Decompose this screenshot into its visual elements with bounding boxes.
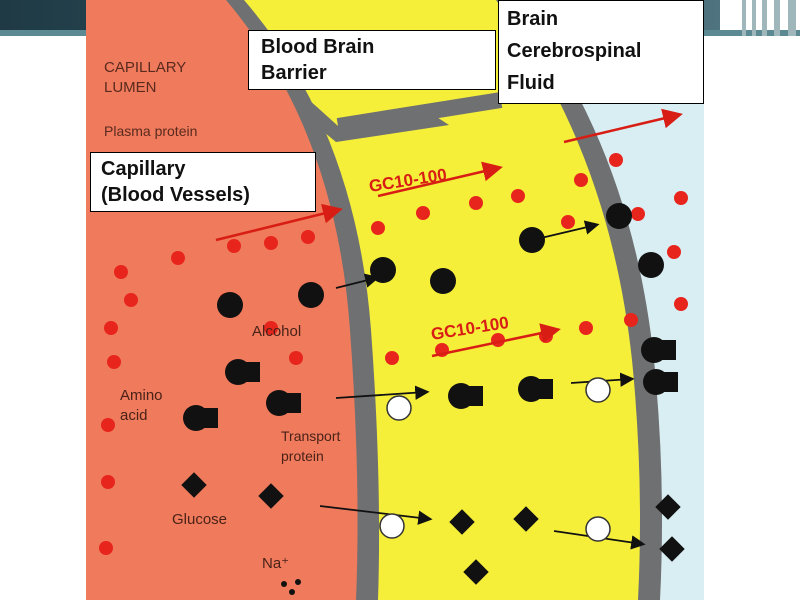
red-marker-dot — [101, 475, 115, 489]
amino-acid-label: acid — [120, 407, 148, 424]
alcohol-molecule — [217, 292, 243, 318]
blood-brain-barrier-box: Blood Brain Barrier — [248, 30, 496, 90]
capillary-lumen-label: LUMEN — [104, 79, 157, 96]
red-marker-dot — [385, 351, 399, 365]
black-transport-arrow — [319, 505, 433, 525]
red-marker-dot — [579, 321, 593, 335]
red-marker-dot — [609, 153, 623, 167]
glucose-molecule — [463, 559, 489, 585]
red-marker-dot — [371, 221, 385, 235]
capillary-lumen-label: CAPILLARY — [104, 59, 186, 76]
transport-protein-label: Transport — [281, 428, 341, 444]
red-marker-dot — [114, 265, 128, 279]
plasma-protein-label: Plasma protein — [104, 123, 197, 139]
red-marker-dot — [631, 207, 645, 221]
glucose-molecule — [258, 483, 284, 509]
red-marker-dot — [227, 239, 241, 253]
red-marker-dot — [104, 321, 118, 335]
black-transport-arrow — [335, 273, 380, 289]
header-stripe — [762, 0, 767, 36]
transport-protein — [585, 377, 611, 403]
amino-acid-molecule — [196, 408, 218, 428]
red-marker-dot — [107, 355, 121, 369]
brain-csf-box: Brain Cerebrospinal Fluid — [498, 0, 704, 104]
red-flow-arrow — [431, 323, 561, 358]
cell-junction — [336, 92, 503, 134]
red-marker-dot — [101, 418, 115, 432]
red-marker-dot — [511, 189, 525, 203]
sodium-ion — [295, 579, 301, 585]
glucose-molecule — [449, 509, 475, 535]
red-flow-arrow — [215, 203, 343, 242]
red-marker-dot — [574, 173, 588, 187]
amino-acid-label: Amino — [120, 387, 163, 404]
red-flow-arrow — [563, 108, 683, 144]
glucose-molecule — [655, 494, 681, 520]
transport-protein — [585, 516, 611, 542]
red-marker-dot — [124, 293, 138, 307]
red-marker-dot — [667, 245, 681, 259]
header-stripe — [742, 0, 746, 36]
black-transport-arrow — [335, 385, 430, 400]
header-stripe — [774, 0, 780, 36]
transport-protein — [379, 513, 405, 539]
red-marker-dots — [99, 153, 688, 555]
alcohol-molecule — [638, 252, 664, 278]
amino-acid-molecule — [461, 386, 483, 406]
amino-acid-molecule — [656, 372, 678, 392]
red-marker-dot — [171, 251, 185, 265]
alcohol-molecule — [298, 282, 324, 308]
red-marker-dot — [416, 206, 430, 220]
sodium-ion — [281, 581, 287, 587]
amino-acid-molecule — [654, 340, 676, 360]
glucose-molecule — [181, 472, 207, 498]
glucose-label: Glucose — [172, 511, 227, 528]
capillary-box: Capillary (Blood Vessels) — [90, 152, 316, 212]
bbb-diagram: CAPILLARY LUMEN Plasma protein Alcohol A… — [86, 0, 704, 600]
glucose-molecule — [513, 506, 539, 532]
red-marker-dot — [264, 236, 278, 250]
red-marker-dot — [264, 321, 278, 335]
amino-acid-molecule — [531, 379, 553, 399]
header-stripe — [788, 0, 796, 36]
alcohol-molecule — [430, 268, 456, 294]
red-marker-dot — [624, 313, 638, 327]
header-stripe — [752, 0, 756, 36]
molecules — [181, 203, 685, 595]
red-marker-dot — [469, 196, 483, 210]
glucose-molecule — [659, 536, 685, 562]
alcohol-label: Alcohol — [252, 323, 301, 340]
red-marker-dot — [674, 297, 688, 311]
sodium-label: Na⁺ — [262, 555, 289, 572]
amino-acid-molecule — [238, 362, 260, 382]
red-flow-arrow — [377, 161, 503, 198]
alcohol-molecule — [519, 227, 545, 253]
red-marker-dot — [289, 351, 303, 365]
sodium-ion — [289, 589, 295, 595]
red-marker-dot — [99, 541, 113, 555]
red-marker-dot — [674, 191, 688, 205]
red-marker-dot — [301, 230, 315, 244]
transport-protein — [386, 395, 412, 421]
alcohol-molecule — [370, 257, 396, 283]
black-transport-arrow — [540, 220, 600, 239]
amino-acid-molecule — [279, 393, 301, 413]
alcohol-molecule — [606, 203, 632, 229]
transport-protein-label: protein — [281, 448, 324, 464]
red-marker-dot — [561, 215, 575, 229]
